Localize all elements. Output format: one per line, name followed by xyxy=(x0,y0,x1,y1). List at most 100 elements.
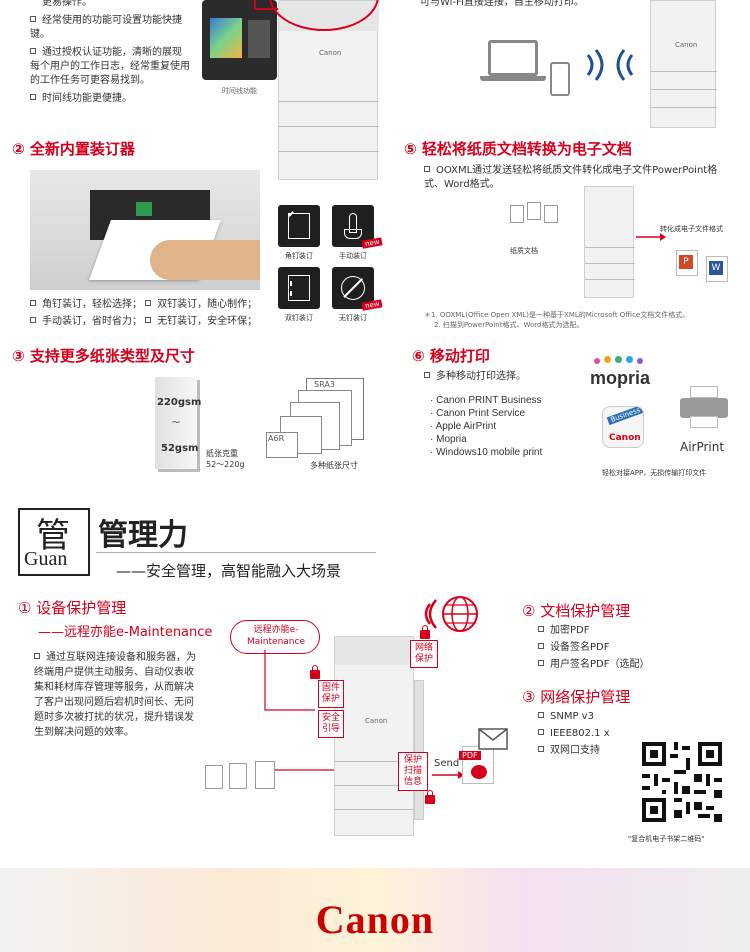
list-item: 用户签名PDF（选配） xyxy=(538,658,649,672)
corner-staple-icon xyxy=(278,205,320,247)
gsm-bottom: 52gsm xyxy=(161,443,199,454)
printer-image-mgmt: Canon xyxy=(334,636,415,836)
word-file-icon: W xyxy=(706,256,728,282)
qr-caption: "复合机电子书架二维码" xyxy=(628,835,705,843)
size-a6r: A6R xyxy=(268,434,285,443)
section-title-network-protect: ③ 网络保护管理 xyxy=(522,688,631,706)
canon-logo: Canon xyxy=(315,897,435,942)
size-sra3: SRA3 xyxy=(314,380,335,389)
bullet-row: 角钉装订，轻松选择； 双钉装订，随心制作； xyxy=(30,298,270,312)
bullet-text: OOXML通过发送轻松将纸质文件转化成电子文件PowerPoint格式、Word… xyxy=(424,165,718,190)
device-protect-body: 通过互联网连接设备和服务器，为终端用户提供主动服务、自动仪表收集和耗材库存管理等… xyxy=(34,650,196,740)
paper-sizes-diagram: SRA3 A6R xyxy=(262,378,372,460)
list-item: 双网口支持 xyxy=(538,744,610,758)
section-title-device-protect: ① 设备保护管理 xyxy=(18,599,127,617)
globe-icon xyxy=(442,596,478,632)
top-left-bullets: 更易操作。 经常使用的功能可设置功能快捷键。 通过授权认证功能，清晰的展现每个用… xyxy=(30,0,190,106)
section-title-doc-protect: ② 文档保护管理 xyxy=(522,602,631,620)
device-protect-subtitle: ——远程亦能e-Maintenance xyxy=(38,625,213,640)
secure-boot-box: 安全引导 xyxy=(318,710,344,738)
panel-screen xyxy=(210,18,242,58)
list-item-text: 用户签名PDF（选配） xyxy=(550,659,650,670)
icon-label: 双钉装订 xyxy=(285,314,313,322)
powerpoint-file-icon: P xyxy=(676,250,698,276)
printer-side-unit xyxy=(414,680,424,820)
guan-logo: 管 Guan xyxy=(18,508,90,576)
stapleless-item: new 无钉装订 xyxy=(332,267,384,323)
list-item: · Canon Print Service xyxy=(430,408,526,419)
paper-weight-label: 纸张克重 52～220g xyxy=(206,448,245,470)
list-item: · Canon PRINT Business xyxy=(430,395,542,406)
list-item-text: 双网口支持 xyxy=(550,745,600,756)
weight-range: 52～220g xyxy=(206,460,245,469)
bullet-text: 通过互联网连接设备和服务器，为终端用户提供主动服务、自动仪表收集和耗材库存管理等… xyxy=(34,652,196,738)
guan-underline xyxy=(96,552,376,553)
wifi-signal-icon xyxy=(424,599,437,629)
icon-label: 无钉装订 xyxy=(339,314,367,322)
airprint-printer-icon xyxy=(680,386,728,430)
network-protect-box: 网络保护 xyxy=(410,640,438,668)
bullet-text: 双钉装订，随心制作； xyxy=(157,299,258,310)
section-title-mobile: ⑥ 移动打印 xyxy=(412,347,490,365)
scan-protect-box: 保护扫描信息 xyxy=(398,752,428,791)
qr-code-image xyxy=(638,738,726,826)
envelope-icon xyxy=(478,728,508,750)
doc-protect-list: 加密PDF 设备签名PDF 用户签名PDF（选配） xyxy=(538,624,649,672)
list-item-text: IEEE802.1 x xyxy=(550,728,610,739)
footer-banner: Canon xyxy=(0,868,750,952)
canon-app-word: Canon xyxy=(609,433,641,443)
lock-icon xyxy=(310,665,320,679)
footnote-2: 2. 扫描到PowerPoint格式、Word格式为选配。 xyxy=(434,321,584,329)
airprint-label: AirPrint xyxy=(680,440,725,454)
guan-logo-char: 管 xyxy=(36,516,70,556)
bullet-row: 手动装订，省时省力； 无钉装订，安全环保； xyxy=(30,315,270,329)
gsm-top: 220gsm xyxy=(157,397,202,408)
panel-keypad xyxy=(248,20,270,58)
mobile-bullet: 多种移动打印选择。 xyxy=(424,370,526,384)
laptop-base xyxy=(480,76,546,81)
convert-arrow-icon xyxy=(636,233,666,241)
section-title-paper: ③ 支持更多纸张类型及尺寸 xyxy=(12,347,195,365)
list-item-text: Apple AirPrint xyxy=(435,421,497,432)
timeline-label: 时间线功能 xyxy=(222,87,257,95)
list-item: IEEE802.1 x xyxy=(538,727,610,741)
corner-staple-item: 角钉装订 xyxy=(278,205,320,261)
guan-title: 管理力 xyxy=(98,518,188,553)
bullet-text: 经常使用的功能可设置功能快捷键。 xyxy=(30,15,182,40)
mopria-word: mopria xyxy=(590,368,651,388)
pdf-badge: PDF xyxy=(459,751,481,760)
list-item: · Windows10 mobile print xyxy=(430,447,543,458)
icon-label: 角钉装订 xyxy=(285,252,313,260)
phone-icon xyxy=(550,62,570,96)
bullet-text: 多种移动打印选择。 xyxy=(436,371,526,382)
guan-logo-word: Guan xyxy=(24,548,68,570)
mobile-caption: 轻松对接APP，无损传输打印文件 xyxy=(602,469,707,477)
list-item-text: Windows10 mobile print xyxy=(436,447,543,458)
list-item-text: SNMP v3 xyxy=(550,711,594,722)
send-arrow-icon xyxy=(432,771,464,779)
pdf-file-icon: PDF xyxy=(459,746,494,784)
lock-icon xyxy=(425,790,435,804)
printer-image-right: Canon xyxy=(650,0,717,128)
list-item-text: 加密PDF xyxy=(550,625,590,636)
weight-label: 纸张克重 xyxy=(206,449,238,458)
ooxml-notes: ＊1. OOXML(Office Open XML)是一种基于XML的Micro… xyxy=(424,310,744,330)
list-item: · Mopria xyxy=(430,434,467,445)
section-title-ooxml: ⑤ 轻松将纸质文档转换为电子文档 xyxy=(404,140,632,158)
network-protect-list: SNMP v3 IEEE802.1 x 双网口支持 xyxy=(538,710,610,758)
bullet-text: 无钉装订，安全环保； xyxy=(157,316,258,327)
stapler-bullets: 角钉装订，轻松选择； 双钉装订，随心制作； 手动装订，省时省力； 无钉装订，安全… xyxy=(30,298,270,329)
mopria-logo: mopria xyxy=(590,356,660,396)
printer-image-top: Canon xyxy=(269,0,379,180)
bullet-text: 更易操作。 xyxy=(42,0,92,8)
paper-docs-label: 纸质文档 xyxy=(510,247,538,255)
footnote-1: ＊1. OOXML(Office Open XML)是一种基于XML的Micro… xyxy=(424,311,690,319)
list-item-text: Canon PRINT Business xyxy=(436,395,542,406)
list-item-text: Mopria xyxy=(436,434,467,445)
list-item: · Apple AirPrint xyxy=(430,421,497,432)
list-item-text: Canon Print Service xyxy=(436,408,526,419)
list-item-text: 设备签名PDF xyxy=(550,642,610,653)
bullet-text: 通过授权认证功能，清晰的展现每个用户的工作日志，经常重复使用的工作任务可更容易找… xyxy=(30,47,190,86)
paper-stack-image: 220gsm ~ 52gsm xyxy=(155,377,201,469)
bullet-item: 时间线功能更便捷。 xyxy=(30,92,190,106)
